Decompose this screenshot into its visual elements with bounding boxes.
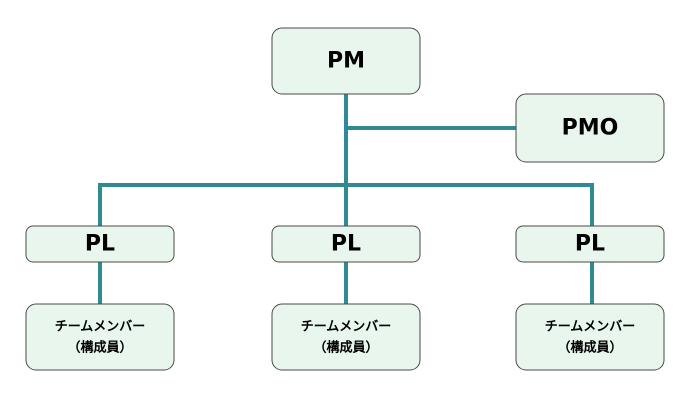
node-pmo-label: PMO <box>562 116 619 141</box>
node-pl-2: PL <box>271 225 421 263</box>
node-members-2: チームメンバー （構成員） <box>271 303 421 371</box>
node-pl-1-label: PL <box>85 232 115 257</box>
node-members-1-line2: （構成員） <box>67 340 132 356</box>
node-pm: PM <box>271 27 421 95</box>
node-members-3-line1: チームメンバー <box>545 320 636 335</box>
node-members-1: チームメンバー （構成員） <box>25 303 175 371</box>
node-members-3-box <box>515 303 665 371</box>
connectors <box>98 94 594 304</box>
node-members-3-line2: （構成員） <box>557 340 622 356</box>
node-members-2-box <box>271 303 421 371</box>
node-pl-3-label: PL <box>575 232 605 257</box>
node-members-1-line1: チームメンバー <box>55 320 146 335</box>
node-pl-3-box <box>515 225 665 263</box>
node-members-2-line1: チームメンバー <box>301 320 392 335</box>
node-pl-2-label: PL <box>331 232 361 257</box>
node-pl-1-box <box>25 225 175 263</box>
node-pl-3: PL <box>515 225 665 263</box>
node-pmo: PMO <box>515 93 665 163</box>
node-pm-label: PM <box>327 49 365 74</box>
node-pmo-box <box>515 93 665 163</box>
node-members-3: チームメンバー （構成員） <box>515 303 665 371</box>
node-pl-1: PL <box>25 225 175 263</box>
node-pl-2-box <box>271 225 421 263</box>
node-members-1-box <box>25 303 175 371</box>
node-pm-box <box>271 27 421 95</box>
node-members-2-line2: （構成員） <box>313 340 378 356</box>
